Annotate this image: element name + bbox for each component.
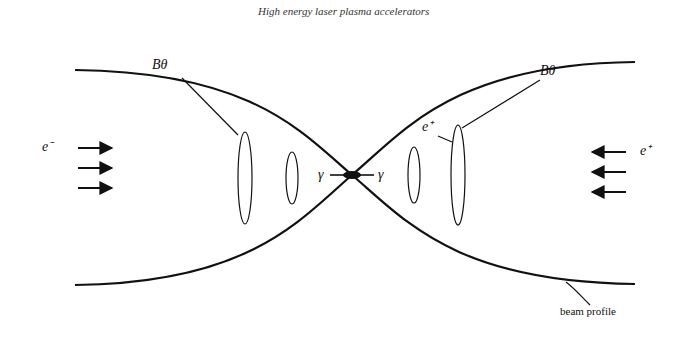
electron-arrow — [78, 147, 112, 149]
collision-point — [343, 171, 361, 179]
particle-label: e⁺ — [640, 144, 651, 158]
positron-arrow — [592, 151, 626, 153]
electron-arrow — [78, 187, 112, 189]
particle-label: e⁻ — [42, 140, 53, 154]
beam-profile-curves — [75, 62, 635, 285]
gamma-ray — [360, 174, 374, 176]
positron-arrow — [592, 191, 626, 193]
field-loop — [286, 152, 298, 204]
leader-line — [462, 80, 540, 128]
beam-arrows — [78, 148, 626, 192]
photon-label: γ — [318, 168, 324, 182]
field-loop — [238, 132, 252, 224]
field-label: Bθ — [540, 64, 555, 78]
field-loops — [182, 78, 590, 305]
positron-arrow — [592, 171, 626, 173]
beam-envelope — [75, 62, 635, 285]
field-loop — [451, 125, 465, 225]
beam-envelope — [75, 70, 635, 284]
leader-line — [182, 78, 238, 135]
photon-label: γ — [378, 168, 384, 182]
running-header: High energy laser plasma accelerators — [258, 6, 429, 17]
gamma-ray — [330, 174, 344, 176]
callout-label: beam profile — [560, 306, 616, 317]
field-label: Bθ — [152, 58, 167, 72]
gamma-arrows — [330, 174, 374, 176]
particle-label: e⁺ — [422, 120, 433, 134]
electron-arrow — [78, 167, 112, 169]
leader-line — [566, 282, 590, 305]
leader-line — [438, 136, 452, 142]
field-loop — [408, 147, 420, 203]
